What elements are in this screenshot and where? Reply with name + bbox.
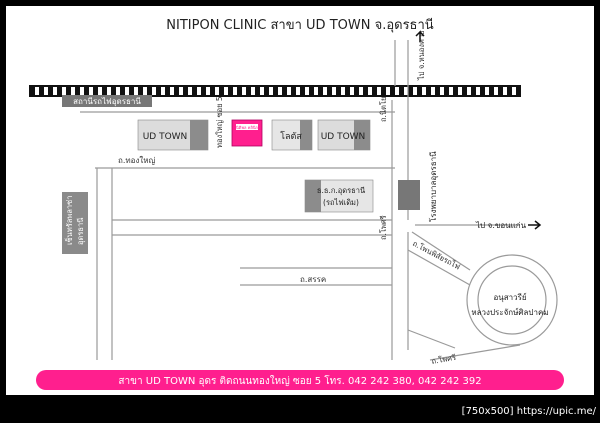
- ud-town-left-label: UD TOWN: [143, 132, 188, 142]
- monument-label-2: หลวงประจักษ์ศิลปาคม: [471, 307, 548, 317]
- railway-station-block: สถานีรถไฟอุดรธานี: [62, 95, 152, 107]
- mall-label-1: เซ็นทรัลพลาซ่า: [64, 196, 74, 245]
- clinic-marker: นิติพล คลินิก: [231, 119, 263, 147]
- sarakham-road-label: ถ.สรรค: [300, 275, 326, 284]
- ud-town-right-block: UD TOWN: [317, 119, 371, 151]
- ud-town-right-label: UD TOWN: [321, 132, 366, 142]
- hospital-block: โรงพยาบาลอุดรธานี: [398, 151, 438, 222]
- bank-label-a: ธ.ธ.ก.อุดรธานี: [317, 186, 365, 195]
- central-plaza-block: เซ็นทรัลพลาซ่า อุดรธานี: [62, 192, 88, 254]
- arrow-up-icon: [415, 30, 425, 42]
- soi-5-label: ทองใหญ่ ซอย 5: [215, 96, 224, 148]
- railway: [29, 85, 521, 97]
- to-khon-kaen-label: ไป จ.ขอนแก่น: [475, 221, 527, 230]
- mall-label-2: อุดรธานี: [76, 218, 85, 245]
- to-nong-khai: ไป จ.หนองคาย: [415, 30, 426, 81]
- clinic-sign-label: นิติพล คลินิก: [236, 125, 259, 130]
- thong-yai-road-label: ถ.ทองใหญ่: [118, 156, 156, 165]
- lotus-label: โลตัส: [280, 131, 302, 142]
- footer-banner: สาขา UD TOWN อุดร ติดถนนทองใหญ่ ซอย 5 โท…: [36, 370, 564, 390]
- pho-si-road-label: ถ.โพศรี: [379, 215, 388, 240]
- map-title: NITIPON CLINIC สาขา UD TOWN จ.อุดรธานี: [166, 17, 433, 33]
- bank-label-b: (รถไฟเดิม): [323, 198, 359, 207]
- hospital-label: โรงพยาบาลอุดรธานี: [428, 151, 438, 222]
- bank-block: ธ.ธ.ก.อุดรธานี (รถไฟเดิม): [304, 179, 374, 213]
- pho-si-lower-label: ถ.โพศรี: [431, 353, 457, 366]
- to-nong-khai-label: ไป จ.หนองคาย: [417, 30, 426, 81]
- watermark: [750x500] https://upic.me/: [461, 406, 596, 417]
- roads: [80, 40, 521, 361]
- footer-banner-text: สาขา UD TOWN อุดร ติดถนนทองใหญ่ ซอย 5 โท…: [118, 374, 481, 387]
- arrow-right-icon: [528, 220, 542, 230]
- monument-label-1: อนุสาวรีย์: [493, 292, 526, 302]
- roundabout: [466, 254, 558, 346]
- lotus-block: โลตัส: [271, 119, 313, 151]
- to-khon-kaen: ไป จ.ขอนแก่น: [475, 220, 542, 230]
- railway-station-label: สถานีรถไฟอุดรธานี: [73, 97, 141, 106]
- nittayo-road-label: ถ.นิตโย: [379, 97, 388, 122]
- ud-town-left-block: UD TOWN: [137, 119, 209, 151]
